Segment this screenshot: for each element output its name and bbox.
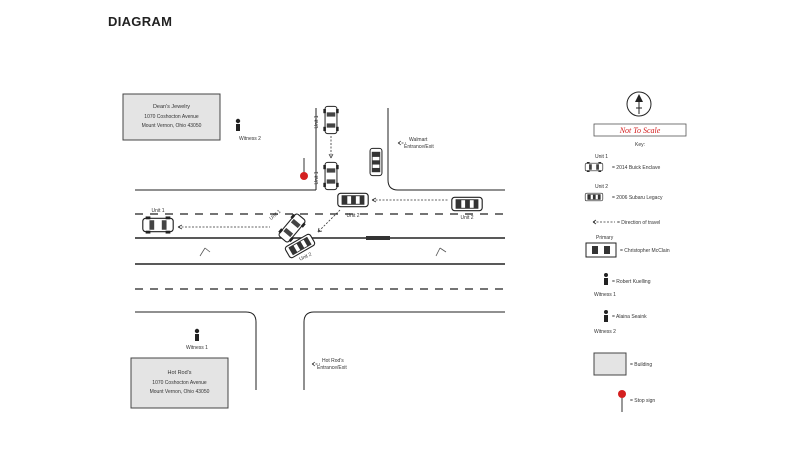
unit1-vehicle-stopped: Unit 1 — [314, 161, 340, 191]
legend-item-7: = Building — [630, 362, 652, 368]
walmart-entrance-line1: Walmart — [409, 137, 428, 143]
legend: Not To Scale Key: Unit 1 = 2014 Buick En… — [584, 91, 687, 412]
legend-item-4: = Christopher McClain — [620, 248, 670, 254]
hotrods-entrance-line1: Hot Rod's — [322, 358, 344, 364]
direction-arrow-unit2 — [371, 197, 448, 203]
building-bottom-line3: Mount Vernon, Ohio 43050 — [150, 389, 210, 395]
svg-text:Unit 1: Unit 1 — [151, 208, 164, 214]
legend-witness1-icon — [604, 273, 608, 285]
legend-primary-tag: Primary — [596, 235, 614, 241]
stop-sign-icon — [300, 158, 308, 180]
building-hot-rods: Hot Rod's 1070 Coshocton Avenue Mount Ve… — [130, 357, 229, 409]
legend-item-8: = Stop sign — [630, 398, 655, 404]
svg-text:Unit 2: Unit 2 — [346, 213, 359, 219]
legend-witness2-icon — [604, 310, 608, 322]
building-deans-jewelry: Dean's Jewelry 1070 Coshocton Avenue Mou… — [122, 93, 221, 141]
building-top-line2: 1070 Coshocton Avenue — [144, 114, 199, 120]
svg-text:Unit 1: Unit 1 — [268, 209, 282, 222]
page-title: DIAGRAM — [108, 14, 173, 29]
legend-key-label: Key: — [635, 142, 645, 148]
legend-unit1-tag: Unit 1 — [595, 154, 608, 160]
svg-text:Unit 1: Unit 1 — [314, 115, 320, 128]
direction-arrow-unit1 — [328, 136, 334, 159]
lane-arrows — [199, 247, 447, 257]
svg-text:Unit 1: Unit 1 — [314, 171, 320, 184]
not-to-scale-label: Not To Scale — [619, 126, 661, 135]
legend-stop-sign-icon — [618, 390, 626, 412]
building-top-line1: Dean's Jewelry — [153, 104, 190, 110]
direction-arrow-collision — [317, 209, 341, 233]
legend-unit2-tag: Unit 2 — [595, 184, 608, 190]
unit1-vehicle-approach: Unit 1 — [314, 105, 340, 135]
unit2-vehicle-center: Unit 2 — [337, 192, 369, 219]
road-lines — [135, 108, 505, 390]
walmart-entrance-line2: Entrance/Exit — [404, 144, 434, 150]
legend-item-3: = Direction of travel — [617, 220, 660, 226]
legend-item-2: = 2006 Subaru Legacy — [612, 195, 663, 201]
witness-2-figure: Witness 2 — [235, 118, 261, 142]
direction-arrow-unit1-west — [177, 224, 270, 230]
witness-1-figure: Witness 1 — [186, 328, 208, 351]
building-bottom-line2: 1070 Coshocton Avenue — [152, 380, 207, 386]
hotrods-entrance: Hot Rod's Entrance/Exit — [311, 358, 347, 371]
building-bottom-line1: Hot Rod's — [168, 370, 192, 376]
svg-text:Unit 2: Unit 2 — [460, 215, 473, 221]
walmart-entrance: Walmart Entrance/Exit — [397, 137, 434, 150]
unit2-vehicle-collision: Unit 2 — [283, 232, 317, 263]
legend-item-5: = Robert Kuelling — [612, 279, 651, 285]
witness-2-label: Witness 2 — [239, 136, 261, 142]
witness-1-label: Witness 1 — [186, 345, 208, 351]
parked-vehicle — [369, 147, 383, 177]
hotrods-entrance-line2: Entrance/Exit — [317, 365, 347, 371]
unit2-vehicle-east: Unit 2 — [451, 196, 483, 221]
svg-text:Unit 2: Unit 2 — [298, 252, 313, 263]
legend-item-6: = Alaina Seaink — [612, 314, 647, 320]
legend-witness1-tag: Witness 1 — [594, 292, 616, 298]
building-top-line3: Mount Vernon, Ohio 43050 — [142, 123, 202, 129]
legend-witness2-tag: Witness 2 — [594, 329, 616, 335]
legend-item-1: = 2014 Buick Enclave — [612, 165, 660, 171]
north-compass-icon — [626, 91, 652, 117]
unit1-vehicle-west: Unit 1 — [142, 208, 174, 235]
